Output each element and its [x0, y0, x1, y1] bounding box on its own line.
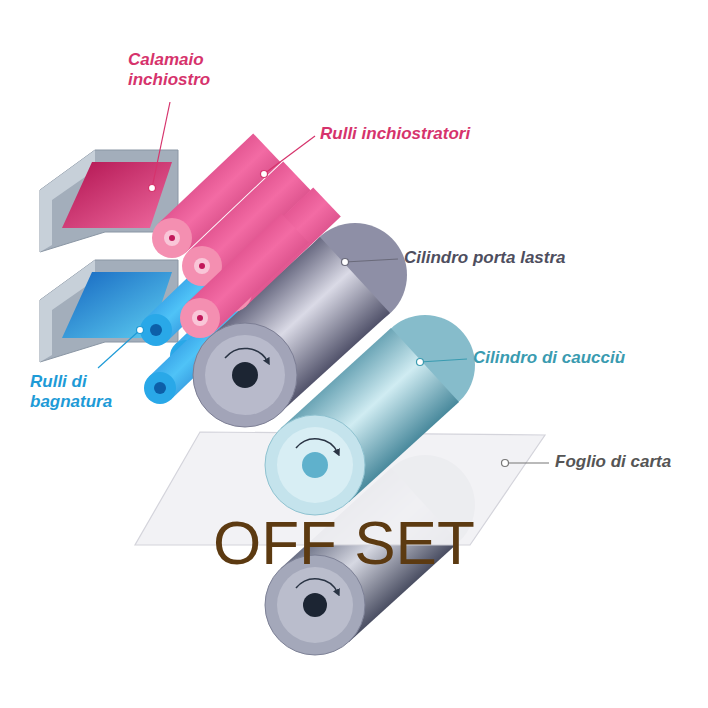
part-label: Rulli inchiostratori: [320, 124, 470, 144]
title-watermark: OFF SET: [213, 512, 475, 574]
part-label: Cilindro porta lastra: [404, 248, 566, 268]
part-label: Foglio di carta: [555, 452, 671, 472]
part-label: Calamaio inchiostro: [128, 50, 228, 91]
part-label: Cilindro di caucciù: [473, 348, 625, 368]
part-label: Rulli di bagnatura: [30, 372, 126, 413]
